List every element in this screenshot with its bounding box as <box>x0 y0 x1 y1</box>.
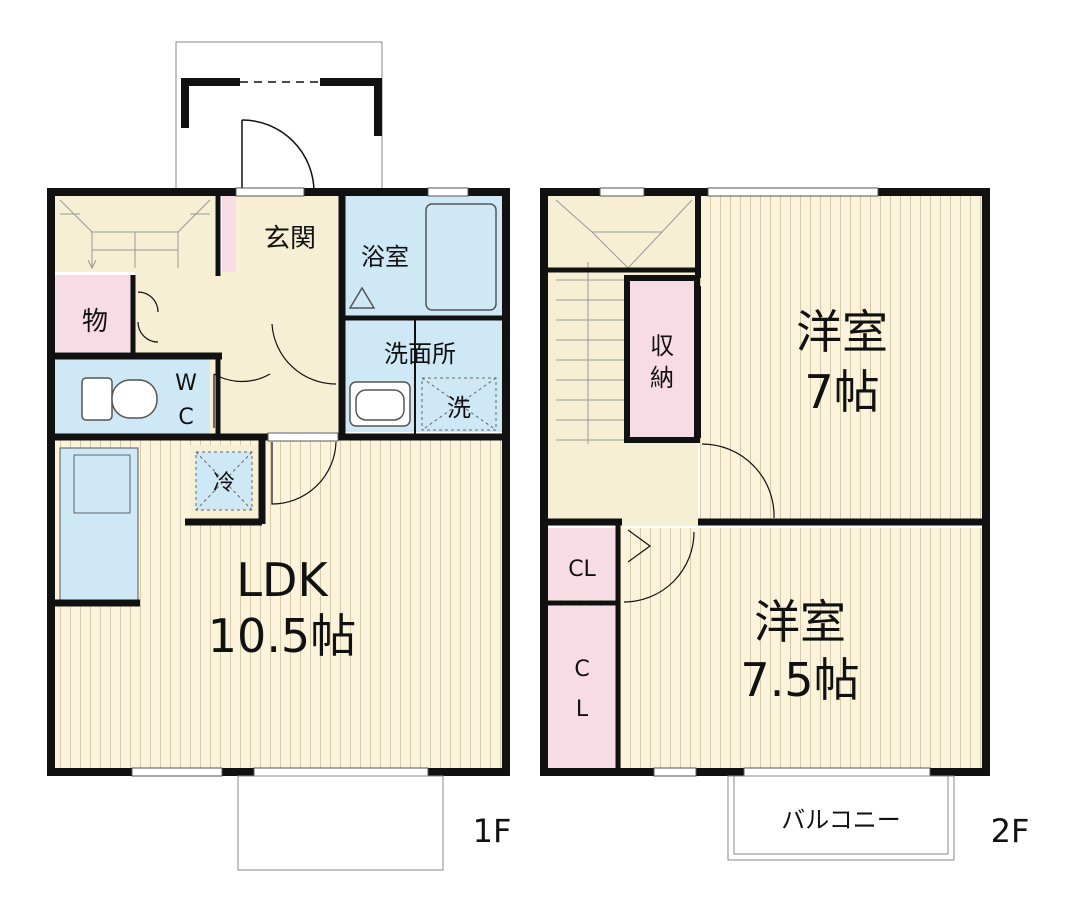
label-west-room-a-name: 洋室 <box>796 305 888 359</box>
staircase-2f-icon <box>555 199 693 444</box>
doors-2f <box>623 443 775 603</box>
label-storage: 物 <box>82 307 108 337</box>
sink-icon <box>73 454 131 514</box>
label-washroom: 洗面所 <box>384 340 456 368</box>
label-toilet-w: W <box>175 371 197 396</box>
label-balcony: バルコニー <box>781 806 901 834</box>
bathtub-icon <box>348 203 497 311</box>
fridge-space-icon <box>195 451 253 511</box>
closet-1-area <box>548 528 616 600</box>
interior-walls-2f <box>548 196 985 768</box>
terrace-1f <box>237 775 444 871</box>
label-closet-2-c: C <box>574 657 589 682</box>
storage-2f-area <box>624 278 698 440</box>
west-room-a <box>700 196 982 521</box>
label-ldk-name: LDK <box>236 553 329 607</box>
toilet-icon <box>81 377 158 421</box>
label-west-room-b-name: 洋室 <box>754 595 846 649</box>
label-storage-2f-2: 納 <box>650 364 674 392</box>
washbasin-icon <box>349 381 411 427</box>
washer-space-icon <box>421 377 497 431</box>
floor-2f <box>540 187 990 861</box>
label-closet-1: CL <box>568 557 596 582</box>
doors-1f <box>137 291 337 505</box>
label-floor-2f: 2F <box>991 812 1030 850</box>
closet-2-area <box>548 606 616 768</box>
label-bathroom: 浴室 <box>361 243 409 271</box>
label-fridge: 冷 <box>213 471 235 496</box>
label-washer: 洗 <box>447 394 471 422</box>
staircase-1f-icon <box>59 199 211 270</box>
label-closet-2-l: L <box>576 697 589 722</box>
label-toilet-c: C <box>178 405 193 430</box>
entrance-porch <box>175 41 383 193</box>
entrance-area <box>222 196 340 276</box>
label-storage-2f-1: 収 <box>650 332 674 360</box>
floor-1f <box>47 41 510 871</box>
label-west-room-a-size: 7帖 <box>804 365 879 419</box>
label-floor-1f: 1F <box>473 812 512 850</box>
storage-room <box>55 275 133 352</box>
label-ldk-size: 10.5帖 <box>208 609 356 663</box>
label-west-room-b-size: 7.5帖 <box>740 653 859 707</box>
label-entrance: 玄関 <box>264 224 316 254</box>
shoe-cabinet <box>222 196 236 272</box>
